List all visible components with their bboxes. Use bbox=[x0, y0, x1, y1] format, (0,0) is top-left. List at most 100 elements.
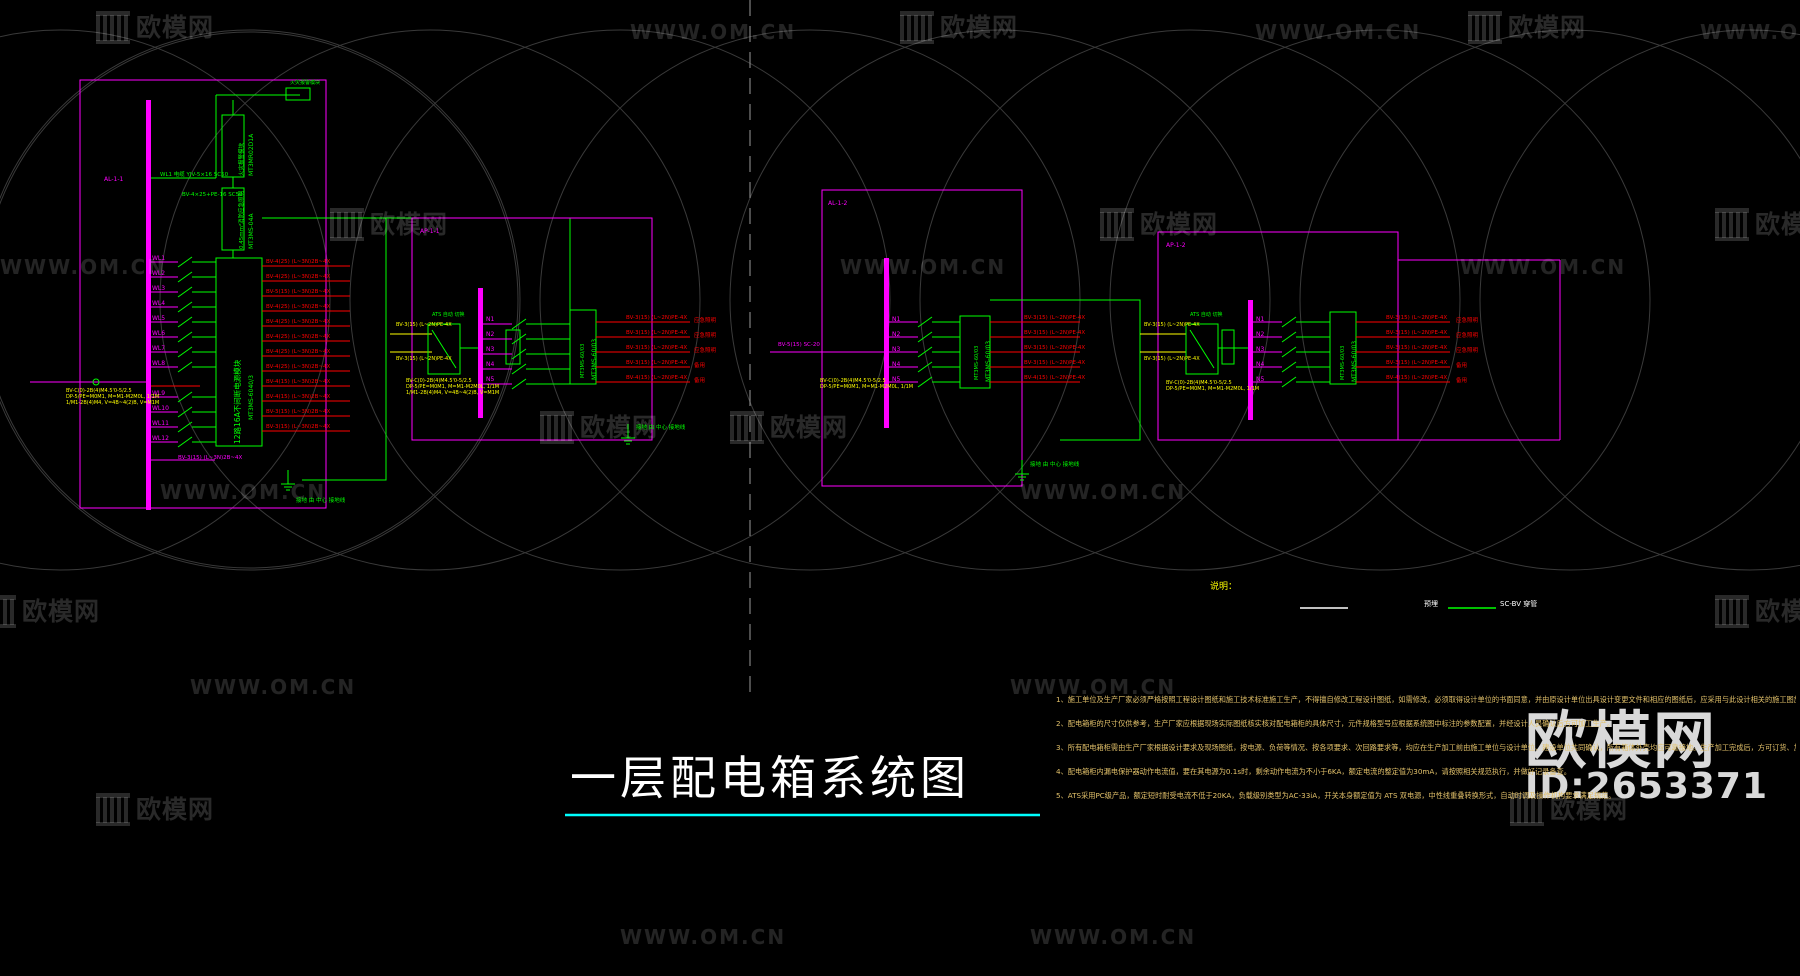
panel-1-branch-id: WL11 bbox=[152, 420, 169, 427]
panel-2-ats-label: ATS 自动 切换 bbox=[432, 312, 465, 318]
notes-block: 1、施工单位及生产厂家必须严格按照工程设计图纸和施工技术标准施工生产，不得擅自修… bbox=[1056, 694, 1796, 801]
panel-2-branch-spec: BV-4(15) (L~2N)PE-4X bbox=[626, 375, 688, 381]
note-line: 2、配电箱柜的尺寸仅供参考，生产厂家应根据现场实际图纸核实核对配电箱柜的具体尺寸… bbox=[1056, 719, 1615, 728]
panel-1-name: AL-1-1 bbox=[104, 176, 124, 183]
panel-2-load-label: 备用 bbox=[694, 363, 706, 369]
panel-3-branch-id: N4 bbox=[892, 361, 901, 368]
panel-4-branch-id: N3 bbox=[1256, 346, 1265, 353]
note-line: 5、ATS采用PC级产品，额定短时耐受电流不低于20KA，负载级别类型为AC-3… bbox=[1056, 791, 1616, 800]
note-line: 3、所有配电箱柜需由生产厂家根据设计要求及现场图纸，按电源、负荷等情况、按各项要… bbox=[1056, 743, 1796, 752]
panel-3-main-breaker: MT3MS-60/03 bbox=[974, 345, 980, 380]
panel-2-footnote: BV-C(0)-2B(4)M4.5'0-5/2.5 DP-5/PE=M0M1, … bbox=[406, 378, 500, 396]
panel-2-load-label: 备用 bbox=[694, 378, 706, 384]
panel-1-branch-id: WL2 bbox=[152, 270, 166, 277]
panel-1-branch-id: WL7 bbox=[152, 345, 166, 352]
panel-1-incoming-cable: BV-4×25+PE-16 SC50 bbox=[182, 192, 243, 198]
panel-3-graphics bbox=[770, 189, 1141, 487]
panel-1-incoming-feed: WL1 电缆 YJV-5×16 SC50 bbox=[160, 172, 229, 178]
panel-1-module-1-name: 0.45mm²消防应急照明 bbox=[239, 190, 245, 249]
panel-4-branch-id: N5 bbox=[1256, 376, 1265, 383]
panel-1-branch-id: WL9 bbox=[152, 390, 166, 397]
panel-4-load-label: 备用 bbox=[1456, 378, 1468, 384]
panel-3-branch-spec: BV-3(15) (L~2N)PE-4X bbox=[1024, 330, 1086, 336]
panel-2-ground-note: 接地 由 中心 接地线 bbox=[636, 425, 686, 431]
panel-2-branch-id: N2 bbox=[486, 331, 495, 338]
panel-1-module-0-name: 火灾报警模块 bbox=[239, 142, 245, 176]
panel-1-branch-id: WL4 bbox=[152, 300, 166, 307]
panel-1-branch-spec: BV-4(25) (L~3N)2B~4X bbox=[266, 274, 331, 280]
panel-2-branch-spec: BV-3(15) (L~2N)PE-4X bbox=[626, 330, 688, 336]
watermark-big-brand: 欧模网 bbox=[1525, 704, 1718, 777]
panel-4-branch-spec: BV-4(15) (L~2N)PE-4X bbox=[1386, 375, 1448, 381]
panel-3-branch-id: N1 bbox=[892, 316, 901, 323]
panel-1-branch-id: WL10 bbox=[152, 405, 169, 412]
panel-1-branch-id: WL8 bbox=[152, 360, 166, 367]
panel-2-branch-spec: BV-3(15) (L~2N)PE-4X bbox=[626, 360, 688, 366]
panel-4-branch-spec: BV-3(15) (L~2N)PE-4X bbox=[1386, 345, 1448, 351]
panel-3-branch-spec: BV-3(15) (L~2N)PE-4X bbox=[1024, 345, 1086, 351]
panel-4-graphics bbox=[1140, 231, 1561, 441]
panel-2-main-breaker: MT3MS-60/03 bbox=[580, 343, 586, 378]
panel-3-branch-spec: BV-3(15) (L~2N)PE-4X bbox=[1024, 360, 1086, 366]
panel-3-branch-id: N3 bbox=[892, 346, 901, 353]
panel-1-branch-spec: BV-5(15) (L~3N)2B~4X bbox=[266, 289, 331, 295]
panel-1-branch-spec: BV-4(15) (L~3N)2B~4X bbox=[266, 394, 331, 400]
panel-3-branch-id: N2 bbox=[892, 331, 901, 338]
panel-1-branch-id: WL5 bbox=[152, 315, 166, 322]
panel-2-branch-spec: BV-3(15) (L~2N)PE-4X bbox=[626, 345, 688, 351]
panel-4-branch-id: N1 bbox=[1256, 316, 1265, 323]
panel-1-module-1-code: MT3MS-04A bbox=[248, 213, 255, 249]
panel-4-load-label: 应急照明 bbox=[1456, 333, 1479, 339]
panel-1-branch-spec: BV-4(25) (L~3N)2B~4X bbox=[266, 364, 331, 370]
panel-4-main-breaker: MT3MS-60/03 bbox=[1340, 345, 1346, 380]
panel-3-incoming-cable: BV-5(15) SC-20 bbox=[778, 342, 820, 348]
panel-1-footnote: BV-C(0)-2B(4)M4.5'0-5/2.5 DP-5/PE=M0M1, … bbox=[66, 388, 160, 406]
panel-4-load-label: 应急照明 bbox=[1456, 348, 1479, 354]
panel-4-branch-spec: BV-3(15) (L~2N)PE-4X bbox=[1386, 315, 1448, 321]
panel-4-branch-id: N2 bbox=[1256, 331, 1265, 338]
panel-1-top-terminal: 火灾报警模块 bbox=[290, 80, 321, 86]
panel-1-main-breaker: MT3MS-6040/3 bbox=[248, 375, 255, 420]
panel-2-branch-id: N5 bbox=[486, 376, 495, 383]
panel-1-branch-spec: BV-4(25) (L~3N)2B~4X bbox=[266, 304, 331, 310]
panel-2-branch-id: N4 bbox=[486, 361, 495, 368]
legend-item-label: SC-BV 穿管 bbox=[1500, 600, 1538, 608]
panel-3-footnote: BV-C(0)-2B(4)M4.5'0-5/2.5 DP-5/PE=M0M1, … bbox=[820, 378, 914, 390]
panel-1-module-label: 12路16A不间断电源模块 bbox=[233, 359, 242, 444]
panel-3-branch-spec: BV-4(15) (L~2N)PE-4X bbox=[1024, 375, 1086, 381]
panel-4-ats-feed-a: BV-3(15) (L~2N)PE-4X bbox=[1144, 322, 1200, 328]
panel-2-load-label: 应急照明 bbox=[694, 318, 717, 324]
panel-1-ground-note: 接地 由 中心 接地线 bbox=[296, 498, 346, 504]
panel-4-branch-spec: BV-3(15) (L~2N)PE-4X bbox=[1386, 360, 1448, 366]
panel-1-branch-spec: BV-3(15) (L~3N)2B~4X bbox=[266, 424, 331, 430]
panel-4-ats-label: ATS 自动 切换 bbox=[1190, 312, 1223, 318]
panel-1-module-0-code: MT3MR02D1A bbox=[248, 133, 255, 176]
panel-2-branch-spec: BV-3(15) (L~2N)PE-4X bbox=[626, 315, 688, 321]
panel-2-ats-feed-a: BV-3(15) (L~2N)PE-4X bbox=[396, 322, 452, 328]
panel-2-name: AP-1-1 bbox=[420, 228, 440, 235]
panel-1-branch-spec: BV-4(25) (L~3N)2B~4X bbox=[266, 334, 331, 340]
panel-4-branch-spec: BV-3(15) (L~2N)PE-4X bbox=[1386, 330, 1448, 336]
watermark-id: ID:2653371 bbox=[1525, 766, 1769, 807]
panel-3-branch-spec: BV-3(15) (L~2N)PE-4X bbox=[1024, 315, 1086, 321]
panel-1-branch-extra: BV-3(15) (L~3N)2B~4X bbox=[178, 455, 243, 461]
panel-1-branch-spec: BV-3(15) (L~3N)2B~4X bbox=[266, 409, 331, 415]
panel-2-branch-id: N1 bbox=[486, 316, 495, 323]
panel-4-branch-id: N4 bbox=[1256, 361, 1265, 368]
note-line: 4、配电箱柜内漏电保护器动作电流值，要在其电源为0.1s时，剩余动作电流为不小于… bbox=[1056, 767, 1571, 776]
panel-1-graphics bbox=[30, 79, 571, 510]
panel-1-branch-id: WL1 bbox=[152, 255, 166, 262]
panel-2-branch-id: N3 bbox=[486, 346, 495, 353]
panel-4-name: AP-1-2 bbox=[1166, 242, 1186, 249]
panel-1-branch-spec: BV-4(25) (L~3N)2B~4X bbox=[266, 259, 331, 265]
panel-1-branch-id: WL12 bbox=[152, 435, 169, 442]
panel-3-ground-note: 接地 由 中心 接地线 bbox=[1030, 462, 1080, 468]
panel-4-load-label: 应急照明 bbox=[1456, 318, 1479, 324]
panel-2-load-label: 应急照明 bbox=[694, 333, 717, 339]
legend-item-label: 预埋 bbox=[1424, 600, 1438, 608]
panel-2-graphics bbox=[390, 217, 690, 445]
panel-3-name: AL-1-2 bbox=[828, 200, 848, 207]
panel-1-branch-spec: BV-4(25) (L~3N)2B~4X bbox=[266, 349, 331, 355]
panel-1-branch-spec: BV-4(25) (L~3N)2B~4X bbox=[266, 319, 331, 325]
